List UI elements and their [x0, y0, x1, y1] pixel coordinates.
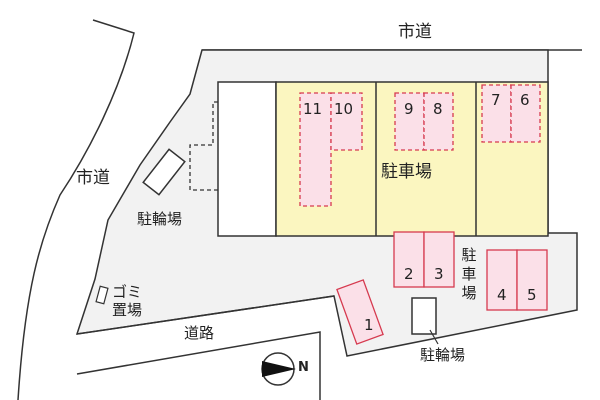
garbage-label: ゴミ置場: [112, 283, 143, 319]
bottom-road-edge-lower: [76, 331, 321, 400]
compass-north-label: N: [298, 360, 309, 375]
space-number-11: 11: [303, 100, 323, 118]
space-number-7: 7: [491, 91, 501, 109]
space-number-6: 6: [520, 91, 530, 109]
compass: [261, 352, 296, 386]
space-number-5: 5: [527, 286, 537, 304]
parking-side-label: 駐車場: [461, 246, 477, 302]
parking-main-label: 駐車場: [381, 162, 432, 182]
bicycle-bottom-label: 駐輪場: [420, 346, 466, 364]
building: [217, 81, 277, 237]
space-number-10: 10: [334, 100, 354, 118]
dashed-annex: [189, 101, 218, 191]
parking-space-10: [330, 92, 363, 151]
garbage-box: [95, 285, 109, 305]
bottom-road-edge-upper: [76, 295, 335, 335]
space-number-2: 2: [404, 265, 414, 283]
space-number-9: 9: [404, 100, 414, 118]
bicycle-shelter-bottom: [411, 297, 437, 335]
parking-space-11: [299, 92, 332, 207]
parking-space-6: [510, 84, 541, 143]
bicycle-left-label: 駐輪場: [137, 210, 183, 228]
compass-arrow: [262, 361, 296, 377]
top-road-label: 市道: [398, 22, 432, 42]
bicycle-shelter-leader: [429, 329, 439, 345]
parking-space-1: [336, 279, 384, 345]
parking-space-8: [423, 92, 454, 151]
space-number-3: 3: [434, 265, 444, 283]
left-road-label: 市道: [76, 168, 110, 188]
space-number-4: 4: [497, 286, 507, 304]
space-number-8: 8: [433, 100, 443, 118]
left-road-edge: [17, 19, 135, 400]
parking-space-3: [423, 231, 455, 288]
bottom-road-label: 道路: [184, 324, 215, 342]
bicycle-shelter-left: [142, 148, 186, 196]
parking-space-5: [516, 249, 548, 311]
space-number-1: 1: [364, 316, 374, 334]
